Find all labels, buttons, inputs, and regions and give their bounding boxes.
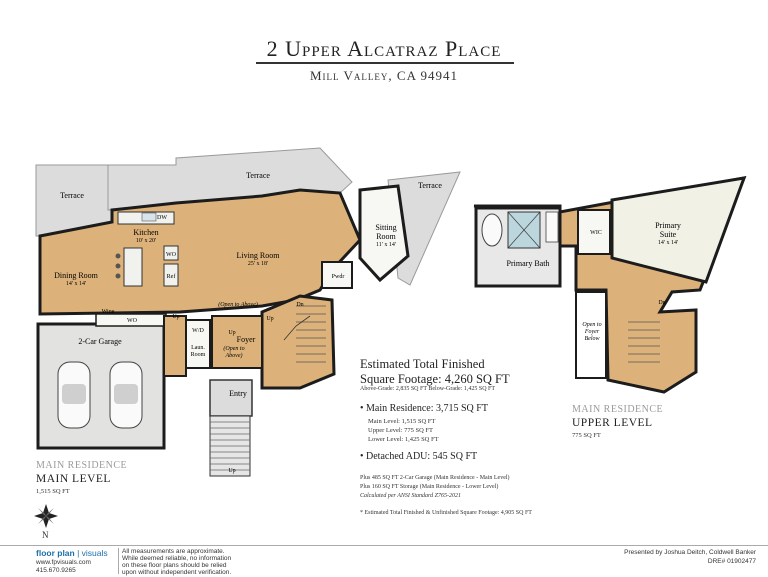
label-kitchen-size: 10' x 20'	[136, 238, 156, 244]
disclaimer-line-1: All measurements are approximate.	[122, 548, 225, 555]
disclaimer-line-3: on these floor plans should be relied	[122, 562, 227, 569]
entry-landing	[209, 379, 253, 417]
main-level-label-sqft: 1,515 SQ FT	[36, 488, 70, 495]
label-up-hall: Up	[172, 314, 179, 320]
kitchen-island	[123, 247, 143, 287]
main-level-sqft: Main Level: 1,515 SQ FT	[368, 418, 436, 425]
grade-breakdown: Above-Grade: 2,835 SQ FT Below-Grade: 1,…	[360, 386, 496, 392]
footer-separator	[118, 548, 119, 574]
label-wine: Wine	[102, 309, 115, 315]
label-garage: 2-Car Garage	[78, 337, 122, 346]
primary-suite	[610, 176, 747, 284]
label-terrace-north: Terrace	[246, 171, 270, 180]
foyer	[211, 315, 263, 369]
main-residence-sqft: Main Residence: 3,715 SQ FT	[366, 403, 488, 414]
upper-level-label-sqft: 775 SQ FT	[572, 432, 601, 439]
label-wo-wine: WO	[127, 318, 138, 324]
main-level-label: MAIN LEVEL	[36, 473, 111, 485]
label-pwdr: Pwdr	[332, 274, 345, 280]
open-to-foyer	[575, 291, 607, 379]
logo-text-a: floor plan	[36, 548, 75, 558]
compass-north-label: N	[42, 530, 49, 540]
upper-level-sqft: Upper Level: 775 SQ FT	[368, 427, 433, 434]
total-sqft-heading-2: Square Footage: 4,260 SQ FT	[360, 372, 510, 386]
presented-by: Presented by Joshua Deitch, Coldwell Ban…	[624, 549, 756, 556]
disclaimer-line-4: upon without independent verification.	[122, 569, 232, 576]
label-primary-suite-2: Suite	[660, 230, 677, 239]
dre-number: DRE# 01902477	[707, 558, 756, 565]
label-wic: WIC	[590, 230, 602, 236]
label-entry: Entry	[229, 389, 247, 398]
upper-level-label: UPPER LEVEL	[572, 417, 653, 429]
footer-phone: 415.670.9265	[36, 567, 76, 574]
powder-room	[321, 261, 353, 289]
upper-level-residence-label: MAIN RESIDENCE	[572, 404, 664, 415]
property-subtitle: Mill Valley, CA 94941	[309, 68, 459, 83]
footer-divider	[0, 545, 768, 546]
laundry-room	[185, 319, 211, 369]
note-garage: Plus 485 SQ FT 2-Car Garage (Main Reside…	[360, 475, 510, 481]
main-level-residence-label: MAIN RESIDENCE	[36, 460, 128, 471]
fridge	[163, 263, 179, 287]
label-dining-room: Dining Room	[54, 271, 99, 280]
wall-oven	[163, 245, 179, 261]
label-up-entry-stairs: Up	[228, 468, 235, 474]
label-sitting-room: Sitting	[375, 223, 396, 232]
note-ansi: Calculated per ANSI Standard Z765-2021	[360, 493, 461, 499]
adu-bullet: • Detached ADU: 545 SQ FT	[360, 451, 478, 462]
floor-plan-visuals-logo: floor plan | visuals	[36, 548, 108, 558]
label-kitchen: Kitchen	[133, 228, 158, 237]
hall-strip	[163, 315, 187, 377]
label-living-room: Living Room	[237, 251, 281, 260]
label-open-foyer: Open to	[582, 322, 601, 328]
label-primary-bath: Primary Bath	[507, 259, 550, 268]
label-primary-suite-size: 14' x 14'	[658, 240, 678, 246]
north-arrow-icon	[34, 504, 58, 528]
label-foyer-open: (Open to	[223, 345, 244, 352]
label-dining-room-size: 14' x 14'	[66, 281, 86, 287]
label-open-above: (Open to Above)	[218, 301, 258, 308]
note-storage: Plus 160 SQ FT Storage (Main Residence -…	[360, 484, 499, 490]
label-open-foyer-3: Below	[585, 336, 600, 342]
lower-level-sqft: Lower Level: 1,425 SQ FT	[368, 436, 439, 443]
car-left	[57, 361, 91, 429]
label-dw: DW	[157, 215, 167, 221]
sitting-room	[358, 184, 410, 283]
footer-website[interactable]: www.fpvisuals.com	[36, 559, 91, 566]
label-sitting-room-size: 11' x 14'	[376, 242, 396, 248]
label-terrace-east: Terrace	[418, 181, 442, 190]
main-stair	[260, 294, 336, 390]
total-sqft-heading-1: Estimated Total Finished	[360, 357, 485, 371]
disclaimer-line-2: While deemed reliable, no information	[122, 555, 232, 562]
walk-in-closet	[577, 209, 611, 255]
label-laundry-2: Room	[191, 352, 206, 358]
label-laundry: Laun.	[191, 345, 205, 351]
label-terrace-west: Terrace	[60, 191, 84, 200]
label-wo-kitchen: WO	[166, 252, 177, 258]
label-dn-main: Dn	[296, 302, 303, 308]
bathtub	[481, 213, 503, 247]
note-total: * Estimated Total Finished & Unfinished …	[360, 510, 532, 516]
label-foyer: Foyer	[237, 335, 256, 344]
label-dn-upper: Dn	[658, 300, 665, 306]
label-up-stair: Up	[266, 316, 273, 322]
main-residence-bullet: • Main Residence: 3,715 SQ FT	[360, 403, 488, 414]
car-right	[109, 361, 143, 429]
label-living-room-size: 25' x 18'	[248, 261, 268, 267]
label-primary-suite: Primary	[655, 221, 681, 230]
title-underline	[256, 62, 514, 64]
label-open-foyer-2: Foyer	[584, 329, 600, 335]
adu-sqft: Detached ADU: 545 SQ FT	[366, 451, 478, 462]
label-sitting-room-2: Room	[376, 232, 396, 241]
label-wd: W/D	[192, 328, 204, 334]
label-up-foyer: Up	[228, 330, 235, 336]
property-title: 2 Upper Alcatraz Place	[266, 36, 502, 61]
label-ref: Ref	[167, 273, 176, 280]
label-foyer-open-2: Above)	[225, 352, 243, 359]
logo-text-b: visuals	[81, 548, 108, 558]
